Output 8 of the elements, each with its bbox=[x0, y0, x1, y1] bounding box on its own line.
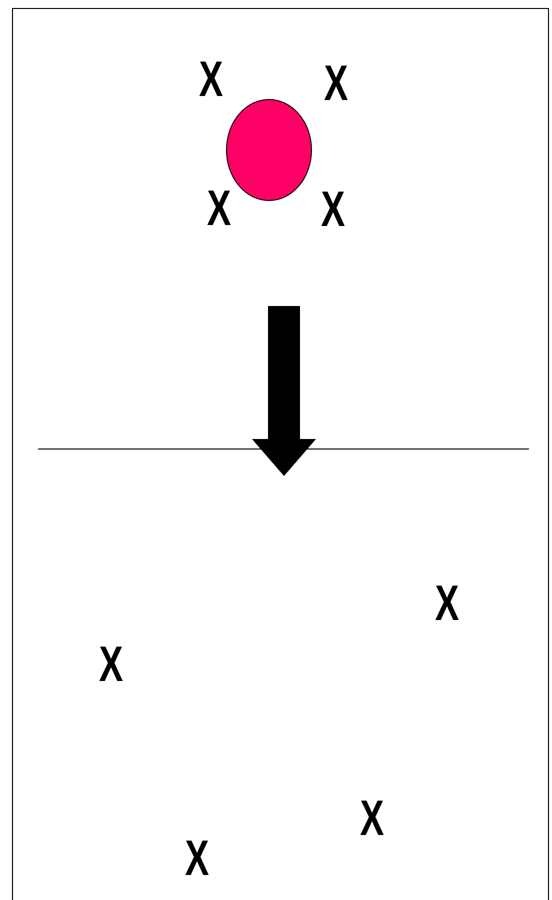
cross-mark: X bbox=[435, 578, 459, 628]
cross-mark: X bbox=[321, 184, 345, 234]
cross-mark: X bbox=[99, 639, 123, 689]
cross-mark: X bbox=[324, 58, 348, 108]
cross-mark: X bbox=[207, 183, 231, 233]
cross-mark: X bbox=[199, 54, 223, 104]
cross-mark: X bbox=[360, 793, 384, 843]
cross-mark: X bbox=[185, 833, 209, 883]
